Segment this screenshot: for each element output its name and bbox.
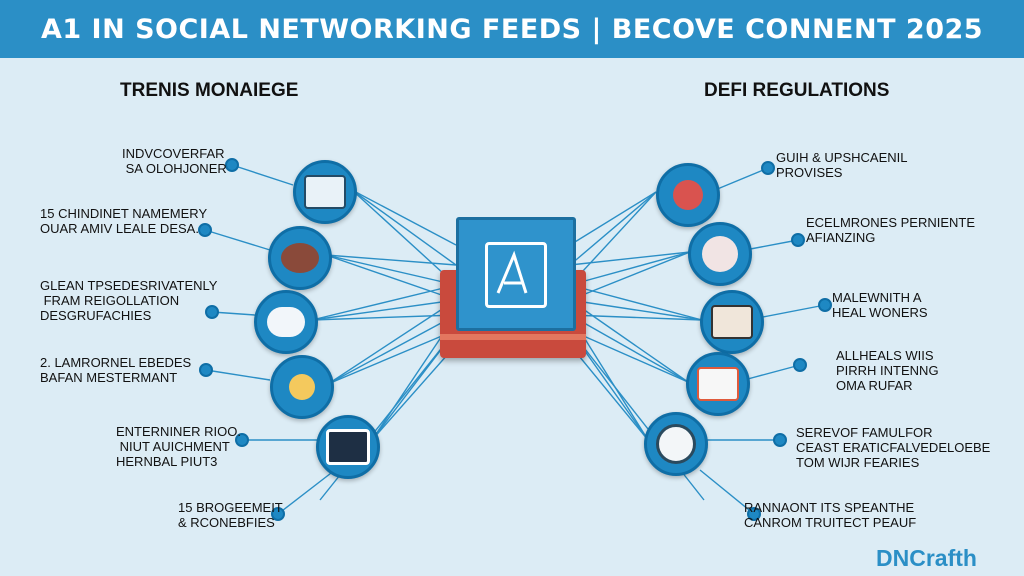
right-fan-line-4-1 xyxy=(569,299,689,383)
left-label-connector-4 xyxy=(205,369,271,381)
right-label-connector-2 xyxy=(744,239,799,251)
left-item-label-4: 2. LAMRORNEL EBEDES BAFAN MESTERMANT xyxy=(40,355,192,385)
connector-dot-left-2 xyxy=(198,223,212,237)
right-label-connector-1 xyxy=(714,167,769,191)
left-item-label-2: 15 CHINDINET NAMEMERY OUAR AMIV LEALE DE… xyxy=(40,206,208,236)
left-label-connector-1 xyxy=(231,164,294,186)
left-fan-line-3-2 xyxy=(311,299,457,321)
gears-icon xyxy=(700,290,764,354)
central-hub-screen xyxy=(456,217,576,331)
right-fan-line-3-1 xyxy=(569,284,703,321)
left-fan-line-4-1 xyxy=(327,299,457,385)
right-item-label-4: ALLHEALS WIIS PIRRH INTENNG OMA RUFAR xyxy=(836,348,939,393)
hand-person-icon xyxy=(656,163,720,227)
connector-dot-right-2 xyxy=(791,233,805,247)
connector-dot-right-1 xyxy=(761,161,775,175)
left-fan-line-1-2 xyxy=(351,189,457,266)
left-label-connector-6 xyxy=(277,469,336,515)
pen-edit-icon xyxy=(485,242,547,308)
left-item-label-1: INDVCOVERFAR SA OLOHJONER xyxy=(122,146,227,176)
left-item-label-3: GLEAN TPSEDESRIVATENLY FRAM REIGOLLATION… xyxy=(40,278,218,323)
right-column-heading: DEFI REGULATIONS xyxy=(704,80,890,101)
connector-dot-right-6 xyxy=(747,507,761,521)
monitor-icon xyxy=(293,160,357,224)
connector-dot-right-5 xyxy=(773,433,787,447)
connector-dot-left-6 xyxy=(271,507,285,521)
left-fan-line-5-3 xyxy=(371,344,457,441)
right-fan-line-3-2 xyxy=(569,299,703,321)
right-fan-line-4-3 xyxy=(569,329,689,383)
connector-dot-left-1 xyxy=(225,158,239,172)
right-fan-line-4-2 xyxy=(569,314,689,383)
brand-logo: DNCrafth xyxy=(876,545,977,572)
right-fan-line-1-2 xyxy=(569,191,657,266)
right-fan-line-5-3 xyxy=(569,344,649,441)
right-fan-line-1-1 xyxy=(569,191,657,246)
left-fan-line-4-3 xyxy=(327,329,457,385)
right-fan-line-2-3 xyxy=(569,251,691,301)
right-label-connector-6 xyxy=(699,469,755,515)
right-fan-line-2-1 xyxy=(569,251,691,266)
right-item-label-2: ECELMRONES PERNIENTE AFIANZING xyxy=(806,215,976,245)
connector-dot-right-3 xyxy=(818,298,832,312)
logo-text: DNCrafth xyxy=(876,545,977,571)
right-label-connector-4 xyxy=(743,364,801,381)
right-fan-line-1-3 xyxy=(569,191,657,286)
connector-dot-left-4 xyxy=(199,363,213,377)
left-fan-line-1-1 xyxy=(351,189,457,246)
connector-dot-right-4 xyxy=(793,358,807,372)
right-label-connector-3 xyxy=(757,304,826,319)
left-column-heading: TRENIS MONAIEGE xyxy=(120,80,299,101)
left-item-label-6: 15 BROGEEMEIT & RCONEBFIES xyxy=(178,500,283,530)
left-label-connector-2 xyxy=(204,229,271,251)
left-fan-line-4-2 xyxy=(327,314,457,385)
person-icon xyxy=(270,355,334,419)
connector-dot-left-5 xyxy=(235,433,249,447)
cloud-icon xyxy=(254,290,318,354)
social-people-icon xyxy=(268,226,332,290)
page-title: A1 IN SOCIAL NETWORKING FEEDS | BECOVE C… xyxy=(40,13,984,45)
right-item-label-3: MALEWNITH A HEAL WONERS xyxy=(832,290,928,320)
right-item-label-1: GUIH & UPSHCAENIL PROVISES xyxy=(776,150,908,180)
left-fan-line-2-1 xyxy=(325,254,457,266)
right-fan-line-2-2 xyxy=(569,251,691,286)
document-screen-icon xyxy=(686,352,750,416)
left-label-connector-3 xyxy=(211,311,256,316)
right-item-label-5: SEREVOF FAMULFOR CEAST ERATICFALVEDELOEB… xyxy=(796,425,991,470)
left-item-label-5: ENTERNINER RIOO. NIUT AUICHMENT HERNBAL … xyxy=(116,424,241,469)
left-fan-line-3-1 xyxy=(311,284,457,321)
left-fan-line-2-2 xyxy=(325,254,457,286)
right-item-label-6: RANNAONT ITS SPEANTHE CANROM TRUITECT PE… xyxy=(744,500,917,530)
tablet-icon xyxy=(316,415,380,479)
clock-icon xyxy=(644,412,708,476)
left-fan-line-2-3 xyxy=(325,254,457,301)
left-fan-line-1-3 xyxy=(351,189,457,286)
title-banner: A1 IN SOCIAL NETWORKING FEEDS | BECOVE C… xyxy=(0,0,1024,58)
connector-dot-left-3 xyxy=(205,305,219,319)
network-sphere-icon xyxy=(688,222,752,286)
